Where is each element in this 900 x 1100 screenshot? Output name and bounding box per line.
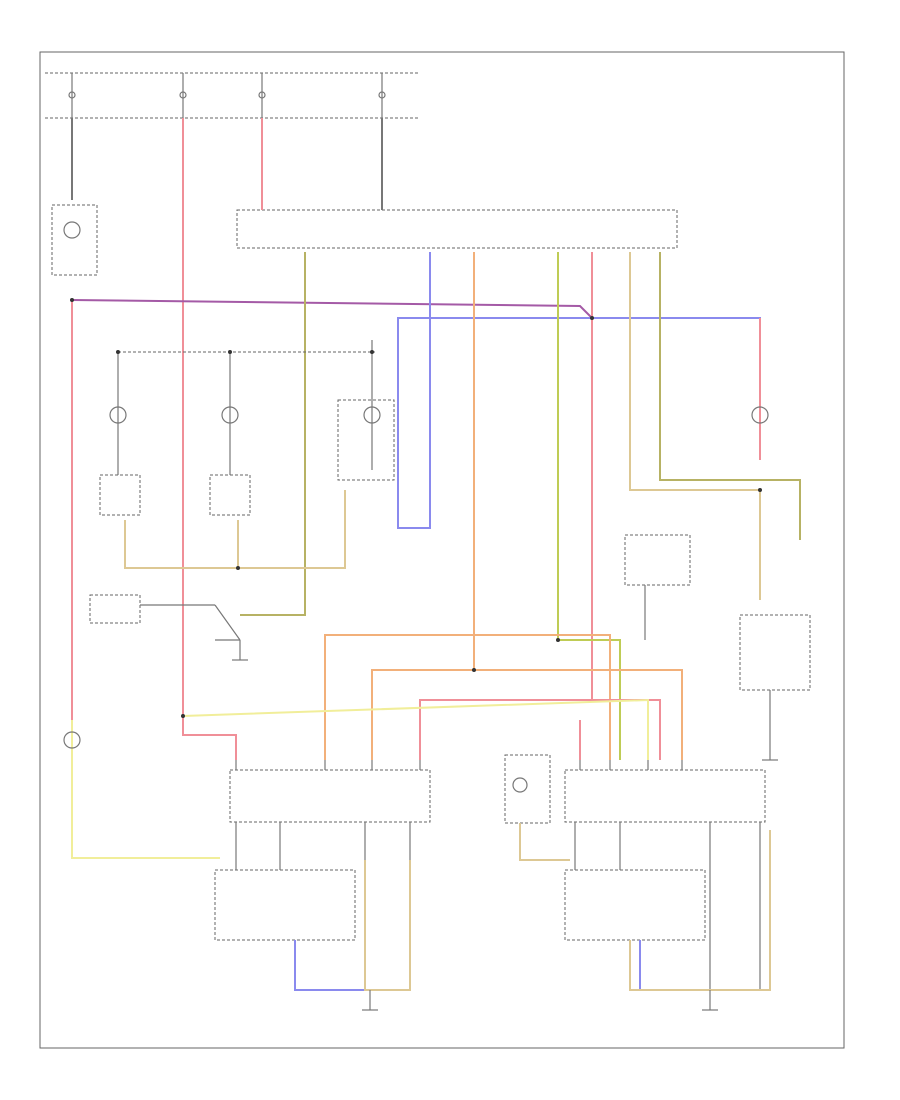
wire-right-lock-tan — [519, 823, 570, 861]
wire-yellow-left — [71, 720, 220, 859]
wire-red-lower-2 — [420, 699, 661, 760]
left-lamp-top — [51, 204, 98, 276]
lamp-3 — [337, 340, 395, 481]
wire-right-window-tan — [629, 830, 771, 991]
wire-orange-2 — [324, 634, 611, 760]
relay-right — [624, 534, 691, 640]
fuse-4 — [378, 73, 386, 118]
wire-olive — [240, 252, 306, 616]
fuse-panel — [45, 72, 420, 119]
right-lock-actuator — [504, 754, 551, 824]
ground-right-bottom — [702, 990, 718, 1011]
lamp-2 — [209, 352, 251, 516]
wire-tan — [629, 252, 761, 600]
left-door-module — [229, 760, 431, 823]
wire-orange-3 — [474, 669, 683, 760]
ground-center-left — [232, 640, 248, 661]
wire-red-right — [419, 252, 593, 760]
right-lamp — [751, 406, 769, 424]
wire-yellow — [182, 698, 649, 760]
wire-olive-right — [659, 252, 801, 540]
wire-blue — [397, 252, 761, 529]
control-module — [236, 209, 678, 249]
wire-left-window-blue — [294, 940, 365, 991]
wire-right-window-blue — [639, 940, 710, 991]
ground-left-bottom — [362, 990, 378, 1011]
wire-red-lower — [182, 720, 237, 760]
wire-yellow-harness — [124, 490, 346, 569]
right-door-module — [564, 760, 766, 823]
ground-right — [762, 740, 778, 761]
left-window-switch — [214, 822, 411, 990]
left-lamp-lower — [63, 731, 81, 749]
right-window-switch — [564, 822, 761, 990]
diagram-frame — [39, 51, 845, 1049]
junction-dots — [70, 298, 762, 718]
wire-violet — [71, 299, 593, 319]
fuse-3 — [258, 73, 266, 118]
switch-right — [739, 614, 811, 740]
wire-orange-1 — [371, 252, 475, 760]
wire-left-window-tan — [364, 860, 411, 991]
switch-left — [89, 594, 241, 641]
fuse-2 — [179, 73, 187, 118]
lamp-1 — [99, 352, 141, 516]
fuse-1 — [68, 73, 76, 118]
